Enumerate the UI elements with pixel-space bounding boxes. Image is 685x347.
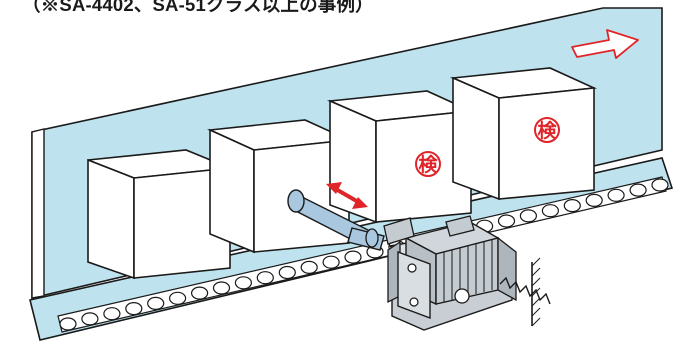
roller xyxy=(125,302,143,316)
roller xyxy=(629,183,647,197)
conveyor-belt xyxy=(29,157,674,341)
roller xyxy=(212,281,231,295)
stroke-arrow-icon xyxy=(326,182,368,209)
flow-arrow-icon xyxy=(571,29,639,59)
roller xyxy=(81,312,99,326)
roller xyxy=(103,307,121,321)
roller xyxy=(344,250,362,264)
inspection-stamp-icon: 検 xyxy=(534,117,560,143)
box-3: 検 xyxy=(326,90,475,224)
stamp-text: 検 xyxy=(537,119,557,142)
wall-anchor xyxy=(531,257,541,327)
roller xyxy=(651,178,669,192)
roller xyxy=(191,286,209,300)
box-4: 検 xyxy=(449,67,598,201)
conveyor-rollers xyxy=(59,178,669,331)
roller xyxy=(234,276,252,290)
inspection-stamp-icon: 検 xyxy=(415,151,441,177)
return-spring xyxy=(499,276,551,305)
roller xyxy=(541,204,560,218)
roller xyxy=(59,317,77,331)
roller xyxy=(256,271,274,285)
solenoid-unit xyxy=(383,215,517,331)
roller xyxy=(169,291,187,305)
roller xyxy=(585,193,603,207)
caption: （※SA-4402、SA-51クラス以上の事例） xyxy=(22,0,374,15)
roller xyxy=(497,214,516,228)
box-1 xyxy=(87,149,231,280)
roller xyxy=(322,255,340,269)
roller xyxy=(519,209,538,223)
stamp-text: 検 xyxy=(418,153,438,176)
roller xyxy=(563,199,581,213)
roller xyxy=(300,260,318,274)
roller xyxy=(278,265,296,280)
roller xyxy=(147,296,165,310)
roller xyxy=(607,188,625,202)
piston-rod xyxy=(287,189,385,251)
